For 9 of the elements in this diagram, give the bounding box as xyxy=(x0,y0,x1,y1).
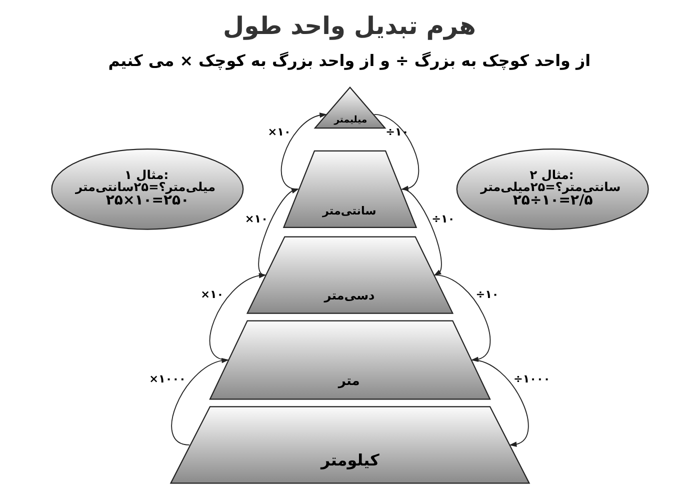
edge-label: ×۱۰ xyxy=(268,125,291,138)
edge-label: ÷۱۰۰۰ xyxy=(513,372,550,386)
diagram-title: هرم تبدیل واحد طول xyxy=(223,11,476,40)
edge-label: ×۱۰۰۰ xyxy=(149,372,186,386)
edge-label: ÷۱۰ xyxy=(432,212,455,226)
edge-label: ÷۱۰ xyxy=(476,288,499,301)
edge-label: ×۱۰ xyxy=(200,288,224,302)
edge-label: ×۱۰ xyxy=(244,212,268,226)
label: از واحد کوچک به بزرگ ÷ و از واحد بزرگ به کوچک × می کنیم xyxy=(108,51,591,70)
